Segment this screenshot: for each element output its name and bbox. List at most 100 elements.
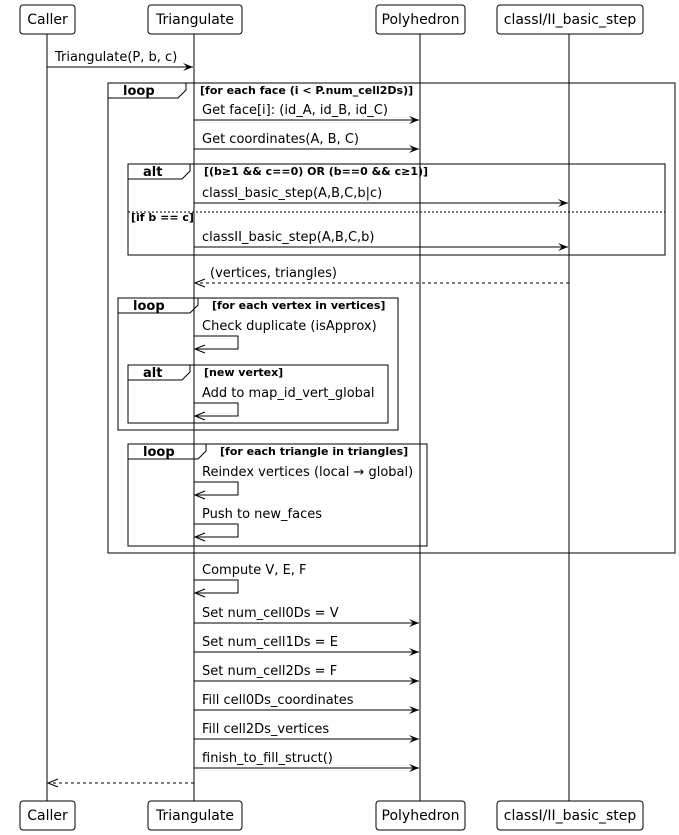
arrowhead xyxy=(558,199,568,207)
message-m5: classII_basic_step(A,B,C,b) xyxy=(194,230,568,251)
loop-frame-tab xyxy=(107,82,187,99)
participant-label: Triangulate xyxy=(155,12,234,28)
message-label: classII_basic_step(A,B,C,b) xyxy=(202,230,375,245)
arrowhead xyxy=(193,588,206,598)
frame-loop-triangle: loop [for each triangle in triangles] xyxy=(127,443,428,547)
message-m7: Check duplicate (isApprox) xyxy=(193,319,377,354)
alt-keyword: alt xyxy=(143,366,162,381)
loop-keyword: loop xyxy=(143,445,175,460)
frame-alt-class: alt[(b≥1 && c==0) OR (b==0 && c≥1)][if b… xyxy=(127,163,666,256)
arrowhead xyxy=(558,243,568,251)
frames-layer: loop[for each face (i < P.num_cell2Ds)]a… xyxy=(107,82,676,554)
arrowhead xyxy=(409,116,419,124)
loop-guard: [for each triangle in triangles] xyxy=(220,445,408,458)
self-call-line xyxy=(194,335,239,350)
participant-label: Polyhedron xyxy=(382,808,460,824)
loop-guard: [for each vertex in vertices] xyxy=(212,299,385,312)
message-m12: Set num_cell0Ds = V xyxy=(194,606,419,627)
frame-loop-vertex: loop [for each vertex in vertices] xyxy=(117,297,399,431)
message-label: Set num_cell2Ds = F xyxy=(202,664,337,679)
loop-keyword: loop xyxy=(133,299,165,314)
participant-box xyxy=(147,4,243,35)
alt-frame-tab xyxy=(127,364,191,381)
arrowhead xyxy=(193,532,206,542)
participant-triangulate-top: Triangulate xyxy=(147,4,243,35)
arrowhead xyxy=(193,278,206,288)
message-m15: Fill cell0Ds_coordinates xyxy=(194,693,419,714)
message-m2: Get face[i]: (id_A, id_B, id_C) xyxy=(194,103,419,124)
message-m6: (vertices, triangles) xyxy=(193,266,569,288)
self-call-line xyxy=(194,579,239,594)
participant-label: Caller xyxy=(27,808,68,824)
else-guard: [if b == c] xyxy=(131,211,194,224)
loop-keyword: loop xyxy=(123,84,155,99)
participant-box xyxy=(147,800,243,831)
alt-keyword: alt xyxy=(143,165,162,180)
frame-alt-new-vertex: alt [new vertex] xyxy=(127,364,389,424)
message-m1: Triangulate(P, b, c) xyxy=(47,50,193,71)
arrowhead xyxy=(409,145,419,153)
participant-box xyxy=(375,800,466,831)
message-m8: Add to map_id_vert_global xyxy=(193,386,375,421)
participant-box xyxy=(375,4,466,35)
arrowhead xyxy=(46,778,59,788)
message-m14: Set num_cell2Ds = F xyxy=(194,664,419,685)
loop-frame-border xyxy=(107,82,676,554)
message-label: Compute V, E, F xyxy=(202,563,307,578)
participant-triangulate-bottom: Triangulate xyxy=(147,800,243,831)
arrowhead xyxy=(193,411,206,421)
message-m10: Push to new_faces xyxy=(193,507,322,542)
message-label: Push to new_faces xyxy=(202,507,322,522)
message-label: Get coordinates(A, B, C) xyxy=(202,132,359,147)
message-m4: classI_basic_step(A,B,C,b|c) xyxy=(194,186,568,207)
message-label: Fill cell2Ds_vertices xyxy=(202,722,329,737)
message-m17: finish_to_fill_struct() xyxy=(194,751,419,772)
alt-guard: [new vertex] xyxy=(204,366,283,379)
loop-frame-border xyxy=(127,443,428,547)
participant-basic_step-top: classI/II_basic_step xyxy=(496,4,644,35)
arrowhead xyxy=(193,344,206,354)
arrowhead xyxy=(193,490,206,500)
message-m18 xyxy=(46,778,194,788)
participant-label: Polyhedron xyxy=(382,12,460,28)
loop-frame-tab xyxy=(127,443,207,460)
arrowhead xyxy=(409,706,419,714)
participant-caller-top: Caller xyxy=(19,4,76,35)
message-m3: Get coordinates(A, B, C) xyxy=(194,132,419,153)
message-label: Set num_cell1Ds = E xyxy=(202,635,338,650)
participant-polyhedron-bottom: Polyhedron xyxy=(375,800,466,831)
participant-label: Triangulate xyxy=(155,808,234,824)
message-label: Set num_cell0Ds = V xyxy=(202,606,339,621)
message-m9: Reindex vertices (local → global) xyxy=(193,465,413,500)
participant-box xyxy=(496,4,644,35)
alt-frame-tab xyxy=(127,163,191,180)
arrowhead xyxy=(409,619,419,627)
alt-frame-border xyxy=(127,163,666,256)
participant-label: classI/II_basic_step xyxy=(504,808,637,824)
message-label: Check duplicate (isApprox) xyxy=(202,319,377,334)
participant-label: Caller xyxy=(27,12,68,28)
message-label: Add to map_id_vert_global xyxy=(202,386,375,401)
message-m11: Compute V, E, F xyxy=(193,563,307,598)
participant-box xyxy=(496,800,644,831)
message-label: Get face[i]: (id_A, id_B, id_C) xyxy=(202,103,388,118)
messages-layer: Triangulate(P, b, c) Get face[i]: (id_A, … xyxy=(46,50,569,788)
arrowhead xyxy=(183,63,193,71)
participant-basic_step-bottom: classI/II_basic_step xyxy=(496,800,644,831)
frame-outer-loop: loop[for each face (i < P.num_cell2Ds)] xyxy=(107,82,676,554)
message-label: Reindex vertices (local → global) xyxy=(202,465,413,480)
message-label: (vertices, triangles) xyxy=(210,266,337,281)
message-label: classI_basic_step(A,B,C,b|c) xyxy=(202,186,382,201)
lifelines-layer xyxy=(46,34,570,801)
message-label: finish_to_fill_struct() xyxy=(202,751,333,766)
self-call-line xyxy=(194,481,239,496)
participant-polyhedron-top: Polyhedron xyxy=(375,4,466,35)
arrowhead xyxy=(409,735,419,743)
self-call-line xyxy=(194,523,239,538)
message-label: Triangulate(P, b, c) xyxy=(54,50,177,65)
participant-box xyxy=(19,4,76,35)
loop-frame-border xyxy=(117,297,399,431)
arrowhead xyxy=(409,764,419,772)
participants-layer: CallerCallerTriangulateTriangulatePolyhe… xyxy=(19,4,644,831)
